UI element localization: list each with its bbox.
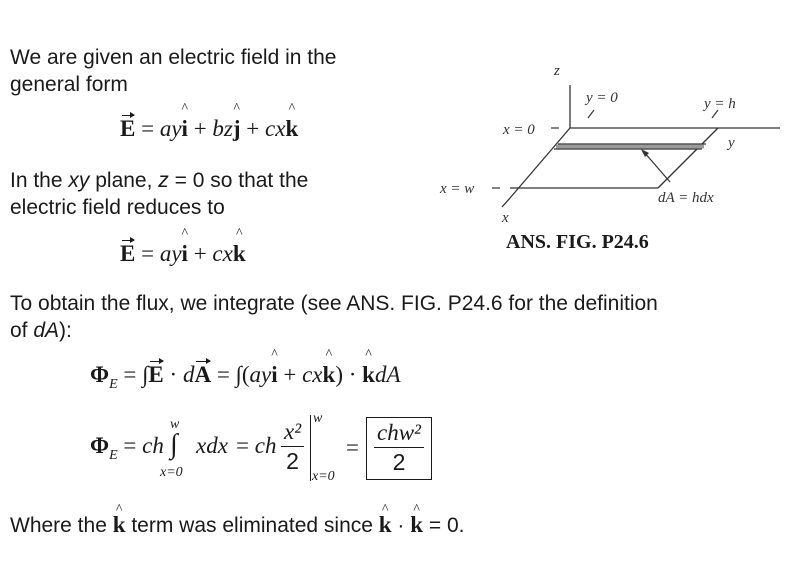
strip-dA bbox=[556, 144, 704, 149]
plane-paragraph: In the xy plane, z = 0 so that the elect… bbox=[10, 167, 308, 221]
integral-upper-limit: w bbox=[170, 417, 180, 432]
plane-line-1: In the xy plane, z = 0 so that the bbox=[10, 169, 309, 192]
label-x-w: x = w bbox=[439, 181, 474, 197]
unit-vector-k: k bbox=[285, 101, 298, 142]
label-y: y bbox=[726, 135, 735, 151]
intro-line-2: general form bbox=[10, 73, 128, 96]
arrow-dA bbox=[643, 151, 671, 183]
flux-intro-line-2: of dA): bbox=[10, 319, 72, 342]
label-x: x bbox=[501, 210, 509, 226]
vector-E: E bbox=[120, 237, 136, 266]
x-axis bbox=[509, 127, 571, 199]
integral-sign: ∫ bbox=[170, 429, 178, 460]
label-z: z bbox=[553, 63, 560, 79]
flux-symbol: Φ bbox=[90, 362, 110, 387]
figure-p24-6: z y x y = 0 y = h x = 0 x = w dA = hdx bbox=[439, 63, 780, 226]
unit-vector-k: k bbox=[362, 347, 375, 388]
label-y-0: y = 0 bbox=[584, 90, 618, 106]
unit-vector-i: i bbox=[182, 101, 189, 142]
equation-general-field: E = ayi + bzj + cxk bbox=[120, 101, 298, 142]
unit-vector-i: i bbox=[271, 347, 278, 388]
equation-flux-integral: ΦE = ∫E · dA = ∫(ayi + cxk) · kdA bbox=[90, 347, 401, 393]
label-x-0: x = 0 bbox=[502, 122, 535, 138]
fraction-x2-over-2: x² 2 bbox=[281, 419, 305, 475]
label-dA: dA = hdx bbox=[658, 190, 714, 206]
vector-A: A bbox=[194, 358, 212, 387]
unit-vector-k: k bbox=[379, 496, 392, 538]
vector-E: E bbox=[120, 112, 136, 141]
unit-vector-k: k bbox=[410, 496, 423, 538]
evaluation-upper: w bbox=[313, 411, 323, 426]
unit-vector-i: i bbox=[182, 226, 189, 267]
label-y-h: y = h bbox=[702, 96, 736, 112]
plane-line-2: electric field reduces to bbox=[10, 196, 225, 219]
intro-paragraph: We are given an electric field in the ge… bbox=[10, 44, 336, 98]
evaluation-lower: x=0 bbox=[312, 469, 335, 484]
vector-E: E bbox=[148, 358, 165, 387]
unit-vector-k: k bbox=[323, 347, 336, 388]
evaluation-bar bbox=[310, 415, 311, 481]
unit-vector-j: j bbox=[233, 101, 241, 142]
boxed-answer: chw² 2 bbox=[366, 417, 432, 480]
intro-line-1: We are given an electric field in the bbox=[10, 46, 337, 69]
integral-lower-limit: x=0 bbox=[160, 465, 183, 480]
flux-symbol: Φ bbox=[90, 433, 110, 458]
edge-y-h bbox=[657, 127, 719, 189]
unit-vector-k: k bbox=[113, 496, 126, 538]
flux-intro-paragraph: To obtain the flux, we integrate (see AN… bbox=[10, 290, 658, 344]
conclusion-line: Where the k term was eliminated since k … bbox=[10, 496, 465, 539]
unit-vector-k: k bbox=[233, 226, 246, 267]
equation-reduced-field: E = ayi + cxk bbox=[120, 226, 246, 267]
flux-intro-line-1: To obtain the flux, we integrate (see AN… bbox=[10, 292, 658, 315]
figure-caption: ANS. FIG. P24.6 bbox=[506, 231, 649, 253]
